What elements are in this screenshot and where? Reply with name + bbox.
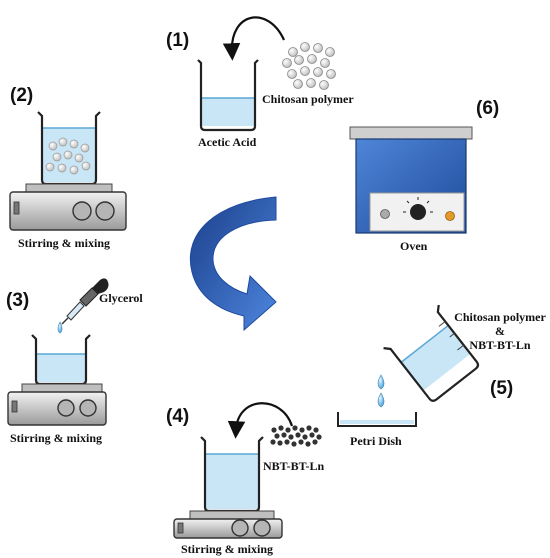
glycerol-label: Glycerol xyxy=(99,291,143,305)
chitosan-polymer-label: Chitosan polymer xyxy=(262,92,354,106)
beaker-chitosan-solution-icon xyxy=(37,111,101,186)
petri-dish-label: Petri Dish xyxy=(350,434,402,448)
step-2-label: (2) xyxy=(10,85,34,106)
pouring-beaker-icon xyxy=(383,304,480,402)
beaker-mixture-icon xyxy=(200,436,264,513)
mixture-label-line1: Chitosan polymer xyxy=(454,310,546,324)
stirring-mixing-label-3: Stirring & mixing xyxy=(10,431,102,445)
step-6-label: (6) xyxy=(476,98,500,119)
nbt-bt-ln-label: NBT-BT-Ln xyxy=(263,459,325,473)
curved-arrow-icon xyxy=(227,402,294,439)
mixture-label-line3: NBT-BT-Ln xyxy=(469,338,531,352)
hotplate-icon xyxy=(7,383,107,426)
step-1-label: (1) xyxy=(166,30,190,51)
mixture-label: Chitosan polymer & NBT-BT-Ln xyxy=(452,310,548,352)
step-4-label: (4) xyxy=(166,406,190,427)
acetic-acid-label: Acetic Acid xyxy=(198,135,257,149)
curved-arrow-icon xyxy=(222,16,285,61)
oven-label: Oven xyxy=(400,239,428,253)
hotplate-icon xyxy=(173,510,283,539)
nbt-powder-icon xyxy=(270,425,322,447)
petri-dish-icon xyxy=(337,412,417,427)
big-curved-arrow-icon xyxy=(189,196,277,332)
water-drop-icon xyxy=(377,392,385,408)
chitosan-beads-icon xyxy=(282,42,336,90)
hotplate-icon xyxy=(9,183,127,231)
mixture-label-line2: & xyxy=(495,324,505,338)
oven-icon xyxy=(349,126,473,234)
stirring-mixing-label-2: Stirring & mixing xyxy=(18,236,110,250)
beaker-acetic-acid-icon xyxy=(197,59,259,132)
stirring-mixing-label-4: Stirring & mixing xyxy=(181,542,273,556)
step-5-label: (5) xyxy=(490,378,514,399)
beaker-glycerol-icon xyxy=(31,334,91,386)
water-drop-icon xyxy=(377,374,385,390)
dropper-icon xyxy=(57,278,109,334)
step-3-label: (3) xyxy=(6,290,30,311)
